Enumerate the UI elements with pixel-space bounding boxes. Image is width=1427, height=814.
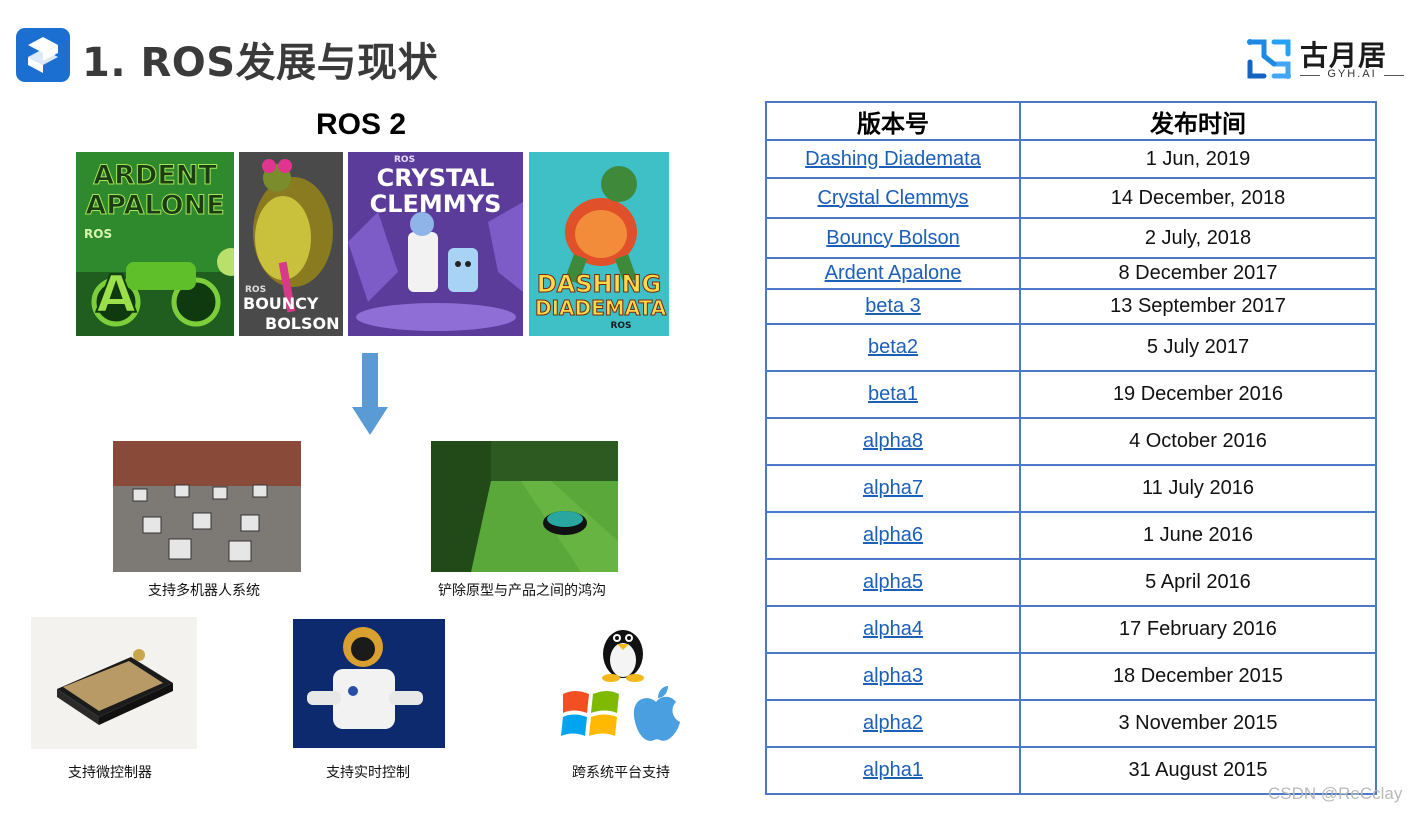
release-date: 18 December 2015 (1019, 652, 1377, 701)
version-link[interactable]: Ardent Apalone (824, 262, 962, 284)
microcontroller-photo (31, 617, 197, 749)
table-row: alpha7 11 July 2016 (765, 464, 1377, 513)
release-date: 5 July 2017 (1019, 323, 1377, 372)
brand-name: 古月居 (1300, 39, 1388, 72)
release-date: 5 April 2016 (1019, 558, 1377, 607)
release-date: 4 October 2016 (1019, 417, 1377, 466)
version-link[interactable]: beta1 (867, 383, 919, 405)
poster-bouncy-bolson: BOUNCY BOLSON ROS (239, 152, 343, 336)
release-date: 11 July 2016 (1019, 464, 1377, 513)
multi-robot-photo (113, 441, 301, 572)
release-date: 14 December, 2018 (1019, 177, 1377, 219)
table-row: alpha2 3 November 2015 (765, 699, 1377, 748)
svg-text:A: A (96, 265, 136, 325)
release-date: 1 June 2016 (1019, 511, 1377, 560)
poster-tag: ROS (245, 285, 267, 295)
table-row: beta2 5 July 2017 (765, 323, 1377, 372)
linux-penguin-icon (602, 630, 644, 682)
version-link[interactable]: Crystal Clemmys (817, 186, 969, 209)
table-row: Bouncy Bolson 2 July, 2018 (765, 217, 1377, 259)
down-arrow-icon (352, 353, 388, 435)
version-link[interactable]: Dashing Diademata (805, 147, 981, 170)
poster-title-line2: APALONE (85, 190, 225, 221)
gyh-brand-icon (1247, 39, 1291, 79)
table-row: Ardent Apalone 8 December 2017 (765, 257, 1377, 290)
release-date: 19 December 2016 (1019, 370, 1377, 419)
table-row: alpha3 18 December 2015 (765, 652, 1377, 701)
poster-title-line2: DIADEMATA (535, 296, 667, 320)
release-date: 8 December 2017 (1019, 257, 1377, 290)
lawnmower-photo (431, 441, 618, 572)
windows-icon (561, 691, 619, 736)
poster-title-line2: CLEMMYS (369, 190, 502, 218)
version-link[interactable]: beta2 (867, 336, 919, 358)
column-header-version: 版本号 (765, 101, 1021, 141)
poster-title-line1: BOUNCY (243, 294, 319, 313)
version-link[interactable]: alpha7 (862, 477, 924, 499)
page-title: 1. ROS发展与现状 (82, 40, 439, 86)
version-link[interactable]: Bouncy Bolson (826, 226, 960, 249)
table-row: beta1 19 December 2016 (765, 370, 1377, 419)
table-row: alpha5 5 April 2016 (765, 558, 1377, 607)
version-link[interactable]: alpha6 (862, 524, 924, 546)
version-link[interactable]: beta 3 (865, 295, 921, 317)
poster-title-line1: DASHING (536, 270, 662, 298)
watermark: CSDN @ReCclay (1268, 784, 1403, 803)
table-row: beta 3 13 September 2017 (765, 288, 1377, 325)
release-date: 31 August 2015 (1019, 746, 1377, 795)
version-link[interactable]: alpha5 (862, 571, 924, 593)
apple-icon (633, 686, 680, 741)
poster-title-line2: BOLSON (265, 314, 340, 333)
poster-tag: ROS (84, 227, 113, 241)
version-link[interactable]: alpha8 (862, 430, 924, 452)
poster-crystal-clemmys: CRYSTAL CLEMMYS ROS (348, 152, 523, 336)
feature-cross-platform: 跨系统平台支持 (572, 765, 670, 781)
poster-ardent-apalone: A ARDENT APALONE ROS (76, 152, 234, 336)
table-row: Dashing Diademata 1 Jun, 2019 (765, 139, 1377, 179)
release-date: 17 February 2016 (1019, 605, 1377, 654)
release-date: 3 November 2015 (1019, 699, 1377, 748)
table-row: alpha6 1 June 2016 (765, 511, 1377, 560)
poster-tag: ROS (394, 155, 416, 165)
brand-logo: 古月居 GYH.AI (1244, 34, 1406, 84)
poster-title-line1: ARDENT (93, 160, 218, 191)
realtime-robot-photo (293, 619, 445, 748)
feature-multi-robot: 支持多机器人系统 (148, 583, 260, 599)
release-date: 2 July, 2018 (1019, 217, 1377, 259)
table-row: alpha8 4 October 2016 (765, 417, 1377, 466)
ros2-heading: ROS 2 (315, 108, 407, 141)
version-link[interactable]: alpha4 (862, 618, 924, 640)
feature-realtime: 支持实时控制 (326, 765, 410, 781)
poster-tag: ROS (610, 321, 632, 331)
table-row: alpha1 31 August 2015 (765, 746, 1377, 795)
column-header-date: 发布时间 (1019, 101, 1377, 141)
version-link[interactable]: alpha1 (862, 759, 924, 781)
poster-dashing-diademata: DASHING DIADEMATA ROS (529, 152, 669, 336)
brand-subtitle: GYH.AI (1300, 68, 1404, 80)
feature-prototype-gap: 铲除原型与产品之间的鸿沟 (438, 583, 606, 599)
release-date: 13 September 2017 (1019, 288, 1377, 325)
release-table: 版本号 发布时间 Dashing Diademata 1 Jun, 2019 Cr… (765, 101, 1377, 795)
feature-microcontroller: 支持微控制器 (68, 765, 152, 781)
table-row: Crystal Clemmys 14 December, 2018 (765, 177, 1377, 219)
table-row: alpha4 17 February 2016 (765, 605, 1377, 654)
table-header-row: 版本号 发布时间 (765, 101, 1377, 141)
version-link[interactable]: alpha2 (862, 712, 924, 734)
ros-logo-icon (16, 28, 70, 82)
version-link[interactable]: alpha3 (862, 665, 924, 687)
poster-title-line1: CRYSTAL (376, 164, 495, 192)
release-date: 1 Jun, 2019 (1019, 139, 1377, 179)
